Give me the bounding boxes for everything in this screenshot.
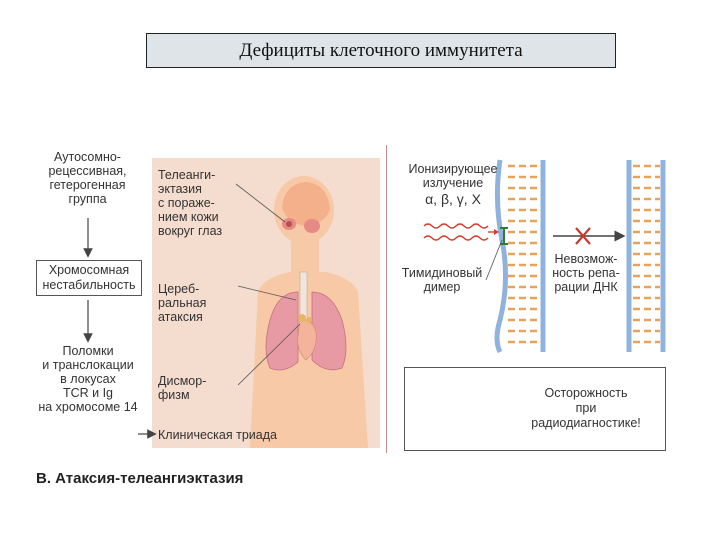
figure-caption: В. Атаксия-телеангиэктазия xyxy=(36,470,244,487)
warning-box: Осторожность при радиодиагностике! xyxy=(404,367,666,451)
symptom-dysmorphism: Дисмор- физм xyxy=(158,374,207,402)
cross-icon xyxy=(575,227,591,245)
symptom-ataxia: Цереб- ральная атаксия xyxy=(158,282,207,324)
radiation-types: α, β, γ, X xyxy=(425,191,481,207)
page-title: Дефициты клеточного иммунитета xyxy=(146,33,616,68)
symptom-telangiectasia: Телеанги- эктазия с пораже- нием кожи во… xyxy=(158,168,223,238)
repair-label: Невозмож- ность репа- рации ДНК xyxy=(552,252,620,294)
divider-line xyxy=(386,145,387,453)
radiation-wave-icon xyxy=(423,223,489,241)
radiation-label: Ионизирующее излучение α, β, γ, X xyxy=(398,162,508,206)
human-figure-illustration xyxy=(250,176,368,448)
dna-strand-unrepaired xyxy=(626,160,666,352)
dna-strand-damaged xyxy=(494,159,546,354)
flow-step-1: Аутосомно- рецессивная, гетерогенная гру… xyxy=(48,150,127,206)
flow-step-2: Хромосомная нестабильность xyxy=(36,260,142,296)
clinical-triad-label: Клиническая триада xyxy=(158,428,277,442)
warning-text: Осторожность при радиодиагностике! xyxy=(531,386,641,430)
flow-step-3: Поломки и транслокации в локусах TCR и I… xyxy=(38,344,138,414)
dimer-label: Тимидиновый димер xyxy=(401,266,483,294)
